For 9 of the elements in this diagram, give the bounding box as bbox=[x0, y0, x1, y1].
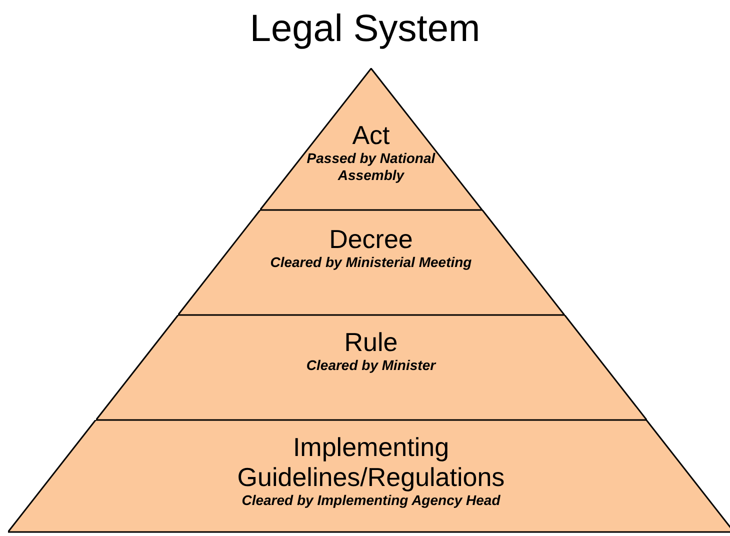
tier-heading: Act bbox=[351, 120, 391, 150]
tier-caption: Cleared by Minister bbox=[305, 357, 438, 374]
tier-heading: Rule bbox=[343, 327, 399, 357]
tier-heading: Implementing Guidelines/Regulations bbox=[236, 432, 506, 492]
diagram-title: Legal System bbox=[248, 8, 482, 51]
tier-caption: Cleared by Ministerial Meeting bbox=[269, 254, 473, 271]
tier-caption: Cleared by Implementing Agency Head bbox=[240, 492, 502, 509]
tier-heading: Decree bbox=[328, 224, 414, 254]
tier-caption: Passed by National Assembly bbox=[306, 150, 436, 184]
